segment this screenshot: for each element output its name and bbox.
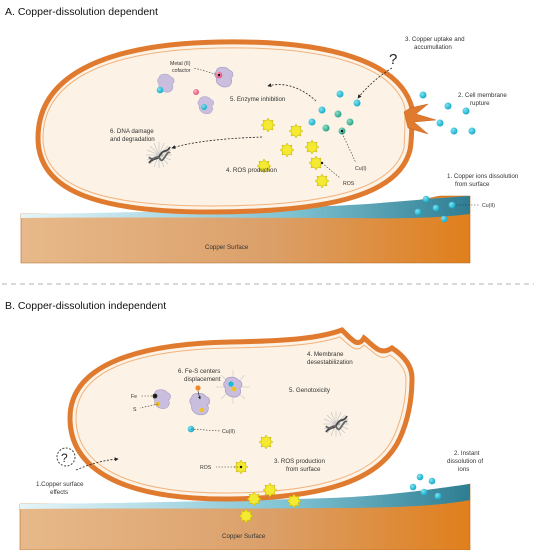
copper-ions-b xyxy=(409,473,442,500)
s-label: S xyxy=(133,407,137,413)
step2-b-line1: 2. Instant xyxy=(454,450,480,457)
step1-a-line2: from surface xyxy=(455,181,490,188)
step1-b-line1: 1.Copper surface xyxy=(36,481,84,488)
step6-b-line1: 6. Fe-S centers xyxy=(178,368,220,375)
membrane-rupture xyxy=(403,103,437,135)
ros-label-a: ROS xyxy=(343,181,355,187)
surface-label-a: Copper Surface xyxy=(205,244,249,251)
copper-ions-inside xyxy=(308,90,361,135)
step4-b-line2: desestabilization xyxy=(307,359,353,366)
step5-b: 5. Genotoxicity xyxy=(289,387,331,394)
step3-b-line2: from surface xyxy=(286,466,321,473)
surface-label-b: Copper Surface xyxy=(222,533,266,540)
step2-b-line3: ions xyxy=(458,466,469,473)
question-circle-b xyxy=(56,447,76,467)
step1-a-line1: 1. Copper ions dissolution xyxy=(447,173,519,180)
step2-a-line2: rupture xyxy=(470,100,490,107)
step6-a-line1: 6. DNA damage xyxy=(110,128,154,135)
step6-a-line2: and degradation xyxy=(110,136,155,143)
metal-cofactor-line2: cofactor xyxy=(172,68,191,74)
step3-b-line1: 3. ROS production xyxy=(274,458,325,465)
question-mark-a: ? xyxy=(389,51,397,68)
bacterial-cell-b xyxy=(67,327,415,502)
step4-b-line1: 4. Membrane xyxy=(307,351,344,358)
step3-a-line1: 3. Copper uptake and xyxy=(405,36,465,43)
step2-b-line2: dissolution of xyxy=(447,458,483,465)
step6-b-line2: displacement xyxy=(184,376,221,383)
step4-a: 4. ROS production xyxy=(226,167,277,174)
metal-cofactor-line1: Metal (II) xyxy=(170,61,191,67)
step3-a-line2: accumullation xyxy=(414,44,452,51)
copper-ions-rupture xyxy=(419,91,476,135)
copper-ions-dissolution xyxy=(414,195,456,223)
cu2-label-b: Cu(II) xyxy=(222,429,235,435)
step2-a-line1: 2. Cell membrane xyxy=(458,92,507,99)
step1-b-line2: effects xyxy=(50,489,68,496)
copper-surface-a xyxy=(20,195,471,264)
step5-a: 5. Enzyme inhibition xyxy=(230,96,286,103)
cu1-label: Cu(I) xyxy=(355,166,367,172)
ros-label-b: ROS xyxy=(200,465,212,471)
enzymes-a xyxy=(156,66,234,115)
panel-b-title: B. Copper-dissolution independent xyxy=(5,300,166,312)
panel-a-title: A. Copper-dissolution dependent xyxy=(5,6,158,18)
question-mark-b: ? xyxy=(61,451,68,465)
fe-label: Fe xyxy=(131,394,137,400)
cu2-label-a: Cu(II) xyxy=(482,203,495,209)
